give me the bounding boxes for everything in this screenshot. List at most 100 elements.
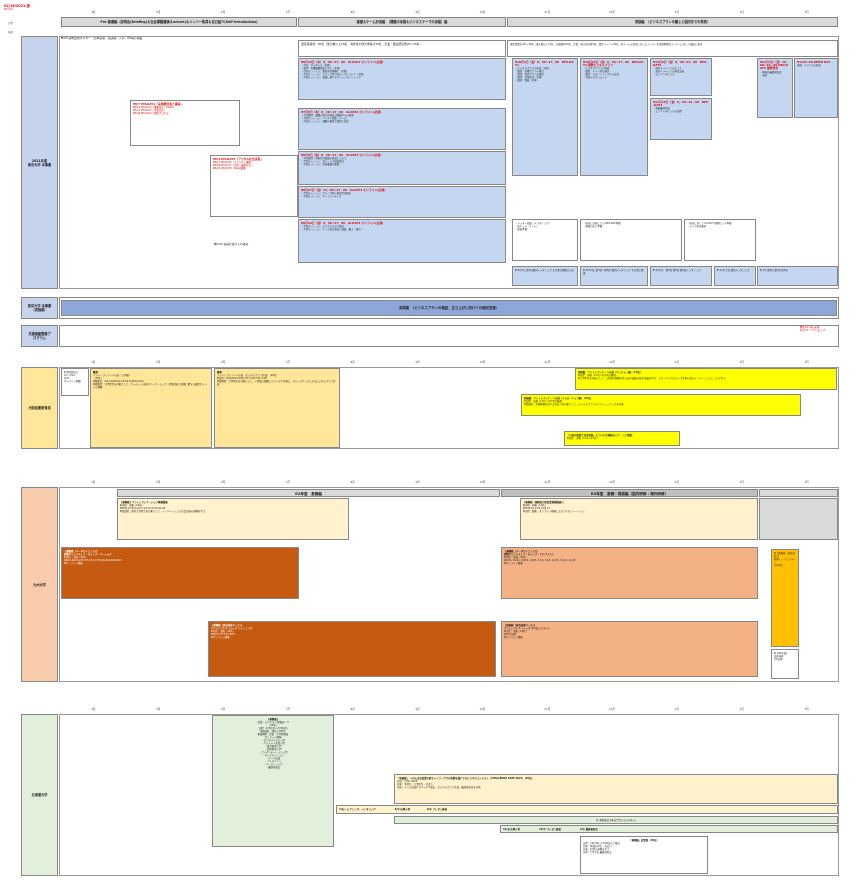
- phase-pre: Pre-基礎編（説明会(Briefing)＆社会課題講演(Lecture)＆メン…: [61, 17, 297, 27]
- sec3-bar3-dates: 10/末 応募〆切 12/中 プレゼン審査 2/中 最終審査会: [500, 825, 838, 833]
- sec3-bar3: 「しずおかビジネスプランコンテスト」: [394, 816, 838, 824]
- month-label: 9月: [415, 708, 420, 711]
- month-label: 11月: [544, 708, 551, 711]
- sec3-bar4: 「基礎編」起業塾（30名） 日程：10月16～1月28日の土曜日 対象：地域の学…: [580, 836, 708, 874]
- sec3-bar1: 「発展編」 ～がんばる起業の新ネットワークでの実戦を通じてのビジネスコンテスト（…: [394, 774, 838, 804]
- month-label: 6月: [220, 708, 226, 711]
- sec1-box4: 実践編：アントレプレナーへの道（ベンチャー編）（15名） ▼日程：水曜（11月～…: [575, 368, 837, 390]
- month-label: 4月: [91, 708, 96, 711]
- sec2-box8: ▼【R2年度】 海外研修 3月以降: [771, 649, 799, 679]
- row-label-top-b: 年度: [8, 31, 13, 34]
- row-label-main: 2021年度 東京大学 本事業: [21, 36, 58, 289]
- row-label-sec2: 九州大学: [21, 487, 58, 682]
- sec2-box3: 【基礎編（データサイエンス）】 挑戦グリエイティブ・キャンプ・ベーシック ▼日程…: [61, 547, 299, 599]
- dev-day4-block: ▼11月19日（金）9：30～12：00 DEV-DAY4 ・本番最終発表 ・エ…: [650, 98, 712, 140]
- month-label: 8月: [350, 481, 355, 484]
- bottom-mentor-1: ▼ 8月中に第2回個別メンタリング その他の関連のもの: [512, 266, 578, 286]
- month-label: 4月: [91, 361, 96, 364]
- month-label: 2月: [739, 11, 744, 14]
- month-label: 8月: [350, 11, 355, 14]
- row-label-sec3: 北海道大学: [21, 714, 58, 876]
- row-label-sec1: 大阪起業家育成: [21, 367, 58, 449]
- sec1-box2: 概要： アントレプレナーへの道（入門編） （20名） ▼開催日：4/21,4/2…: [90, 368, 212, 448]
- month-label: 3月: [804, 11, 809, 14]
- month-label: 2月: [739, 708, 744, 711]
- sec1-box5: 発展編：アントレプレナーへの道（フォローアップ編）（15名） ▼日程：水曜（10…: [521, 394, 801, 416]
- month-label: 11月: [544, 481, 551, 484]
- row-label-third: 共通基盤整備プ ログラム: [21, 325, 58, 347]
- ai-day1-block: ▼8月18日（水）9：30～17：00 AI-DAY1 オンライン(必須) ・今…: [298, 58, 506, 100]
- ai-day5-block: ▼9月10日（金）9：30～17：00 AI-DAY5 オンライン(必須) ・今…: [298, 219, 506, 263]
- sec2-area: [59, 487, 839, 682]
- month-label: 12月: [609, 481, 616, 484]
- pm-day-block-1: ▼8/7 PM-DAY1「実践経営者と講演」 ▼5/14 PM-DAY2「課題設…: [130, 100, 240, 146]
- sec2-box7: ▼【発展編（海外研修）】 米国・シリコンバレー 3月予定: [771, 549, 799, 647]
- month-label: 2月: [739, 481, 744, 484]
- month-label: 10月: [479, 708, 486, 711]
- month-label: 8月: [350, 708, 355, 711]
- month-label: 6月: [220, 11, 226, 14]
- month-label: 3月: [804, 481, 809, 484]
- dev-info: 選定受講生(25～30名（東大推以上10名、在籍制約10名、企業・国立研究所5名…: [507, 40, 838, 57]
- month-label: 12月: [609, 708, 616, 711]
- sec2-header-r3: R3年度 基礎・発展編（国内研修・海外研修）: [501, 489, 758, 497]
- dev-day6-block: ▼1/20～28 DEMO DAY 米国・アジアでの発表: [794, 58, 838, 118]
- bottom-mentor-3: ▼ 11月中 第6回 第5回 第6回メンタリング: [650, 266, 712, 286]
- month-label: 4月: [91, 11, 96, 14]
- month-label: 10月: [479, 11, 486, 14]
- practice-phase-bar: 実践期 （ビジネスプランの検証、立ち上げに向けての個別支援）: [61, 300, 837, 316]
- month-label: 9月: [415, 481, 420, 484]
- month-label: 6月: [220, 481, 226, 484]
- month-label: 4月: [91, 481, 96, 484]
- month-label: 1月: [674, 361, 680, 364]
- month-label: 2月: [739, 361, 744, 364]
- sec1-area: [59, 367, 839, 449]
- sec3-big-box: 【基礎編】 起業・ビジネス入門講座I・II （30名） 日程：4/30(金)～7…: [212, 715, 334, 847]
- dev-day5-block: ▼12月3日（金）10：00～16：00 DEV-DAY5 最終発表 ・国内外最…: [757, 58, 793, 118]
- mentor-box-3: ・各回に対して AI-DAY5 国際ピッチ準備 ・チーム別の確認: [684, 219, 756, 261]
- month-label: 6月: [220, 361, 226, 364]
- phase-dev: 発展編 （ビジネスプランの磨上と国内外での発表）: [507, 17, 838, 27]
- month-label: 5月: [156, 361, 161, 364]
- third-row-area: [59, 325, 839, 347]
- month-label: 12月: [609, 11, 616, 14]
- sec1-box6: 「公的の起業と社会実装」についての連続セミナー（入門編） ▼日程：水曜（11月～…: [564, 431, 680, 446]
- sec2-box5: 【基礎編（研究成果ベース）】 アントレプレナーシップ トレーニング ▼日程：金曜…: [208, 621, 496, 677]
- main-area: [59, 36, 839, 289]
- sec3-area: [59, 714, 839, 876]
- session-info: 選定受講者 50名（東大推以上20名、海外含む他大学等計30名、企業・国立研究所…: [298, 40, 506, 57]
- month-label: 10月: [479, 481, 486, 484]
- sec2-box6: 【発展編（研究成果ベース）】 アントレプレナーシップ デベロップメント ▼日程：…: [501, 621, 758, 677]
- date-sub: R2人材: [4, 8, 13, 12]
- dev-day1-block: ▼10月1日（金）9：30～17：00 DEV-DAY1 ・ビジネスプランの作成…: [512, 58, 578, 176]
- bottom-mentor-2: ▼ 10月中に第3回～第5回 個別メンタリング その他に関連: [580, 266, 648, 286]
- mentor-box-1: ・メンター面談（メンタリング） ・各チーム（チーム） ・発表準備: [512, 219, 578, 261]
- month-label: 11月: [544, 11, 551, 14]
- sec2-header-r2: R2年度 基礎編: [117, 489, 500, 497]
- month-label: 1月: [674, 481, 680, 484]
- month-label: 1月: [674, 11, 680, 14]
- date-stamp: 02/16/2021 版: [4, 4, 30, 8]
- month-label: 5月: [156, 481, 161, 484]
- month-label: 7月: [285, 708, 291, 711]
- month-label: 3月: [804, 708, 809, 711]
- month-label: 3月: [804, 361, 809, 364]
- ai-day4-block: ▼8月27日（金）13：00～17：00 AI-DAY4 オンライン(必須) ・…: [298, 186, 506, 218]
- bottom-mentor-4: ▼ 12月上旬 個別メンタリング: [714, 266, 756, 286]
- workshop-note: ▼2/10,16 実施 共がワークショップ: [800, 326, 826, 333]
- pm-day-block-2: ▼6/4 PM-DAY5「デジタル社会実装」 ▼6/11 PM-DAY6「エネル…: [210, 155, 298, 217]
- month-label: 5月: [156, 708, 161, 711]
- sec2-box1: 【基礎編】アントレプレナーシップ基礎講座 ▼日程：木曜（10名） ▼5/20,2…: [117, 498, 349, 540]
- sec1-box1: ▼予約制対応 4/7, 4/14, 4/21 オンライン開催: [61, 368, 89, 396]
- dev-day2-block: ▼10月15日（金）9：30～17：00 DEV-DAY2 国際ビジネスプラン …: [580, 58, 648, 176]
- month-label: 9月: [415, 11, 420, 14]
- month-label: 11月: [544, 361, 551, 364]
- month-label: 10月: [479, 361, 486, 364]
- ai-day2-block: ▼7月6日（水）9：30～17：00 AI-DAY2 オンライン(必須) ・今回…: [298, 108, 506, 150]
- month-label: 9月: [415, 361, 420, 364]
- acceptance-note: ▼6/30 受講を受け入れ審査: [214, 243, 249, 246]
- month-label: 8月: [350, 361, 355, 364]
- mentor-box-2: ・各回に実施しての DEV-DAY準備 ・質疑対応と準備: [580, 219, 682, 261]
- bottom-mentor-5: ▼ 1月 第2回 第3回 第4回: [757, 266, 838, 286]
- month-label: 12月: [609, 361, 616, 364]
